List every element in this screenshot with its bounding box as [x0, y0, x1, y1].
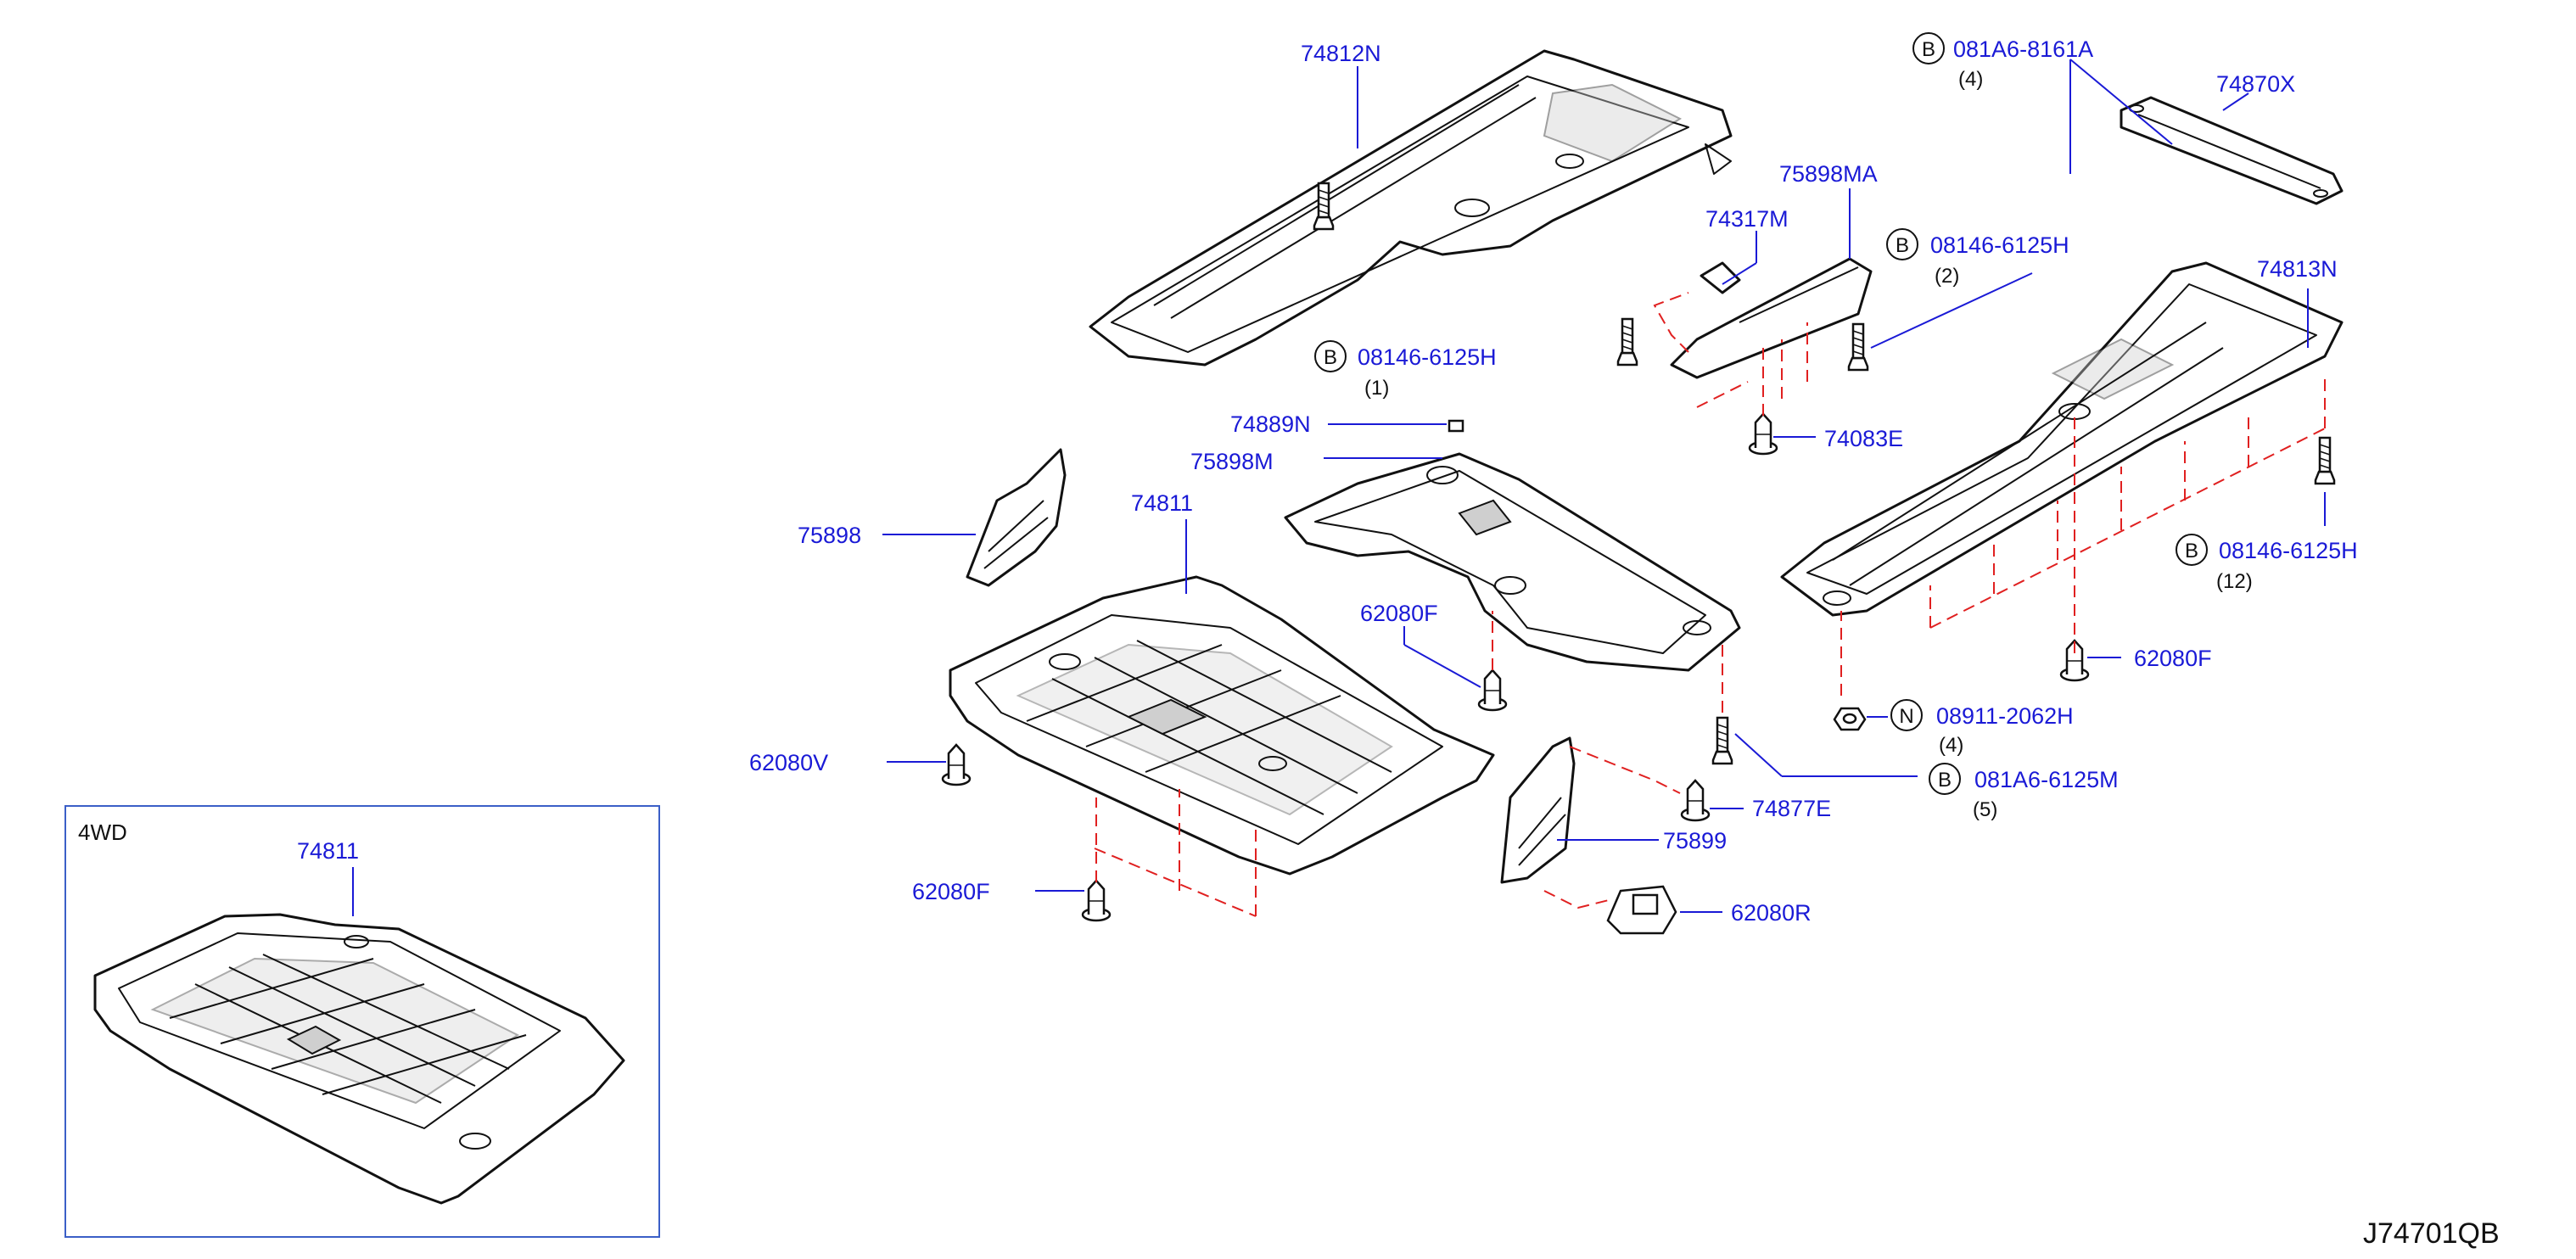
bracket-74870X [2120, 96, 2344, 205]
svg-text:081A6-6125M: 081A6-6125M [1974, 767, 2119, 792]
callout-08146-6125H-1: B 08146-6125H (1) [1314, 340, 1497, 400]
svg-text:08146-6125H: 08146-6125H [1358, 344, 1497, 370]
callout-74083E: 74083E [1824, 426, 1903, 451]
clip-62080R [1606, 885, 1677, 935]
plate-75898MA [1670, 143, 1873, 379]
svg-text:N: N [1899, 705, 1913, 728]
svg-text:(4): (4) [1958, 68, 1983, 91]
b-circle-icon [1886, 228, 1918, 260]
clip-62080V [941, 743, 972, 786]
callout-75898: 75898 [798, 523, 861, 548]
bolt-081A6-6125M [1711, 716, 1733, 765]
svg-text:08911-2062H: 08911-2062H [1936, 703, 2074, 729]
b-circle-icon [1314, 340, 1347, 372]
install-lines [1094, 292, 2326, 917]
bracket-75899 [1500, 736, 1576, 884]
callout-74877E: 74877E [1752, 796, 1831, 821]
callout-081A6-6125M: B 081A6-6125M (5) [1929, 763, 2119, 821]
svg-text:081A6-8161A: 081A6-8161A [1953, 36, 2093, 62]
callout-75899: 75899 [1663, 828, 1727, 853]
callout-62080F-c: 62080F [912, 879, 990, 904]
bolt-08146-6125H-1 [1616, 317, 1638, 367]
svg-text:(4): (4) [1939, 734, 1963, 757]
callout-08146-6125H-2: B 08146-6125H (2) [1886, 228, 2069, 288]
callout-62080F-b: 62080F [2134, 646, 2212, 671]
inset-frame [64, 805, 660, 1238]
bolt-08146-6125H-12 [2314, 436, 2336, 485]
svg-text:(5): (5) [1973, 798, 1997, 821]
undercover-74811 [949, 575, 1495, 876]
inset-4wd: 4WD 74811 [64, 805, 660, 1238]
callout-74811: 74811 [1131, 490, 1193, 516]
cover-74812N [1089, 49, 1733, 367]
b-circle-icon [1929, 763, 1961, 795]
callout-75898M: 75898M [1190, 449, 1274, 474]
svg-text:(1): (1) [1364, 377, 1389, 400]
svg-text:B: B [1324, 346, 1337, 369]
clip-62080F-c [1081, 879, 1112, 922]
callout-74870X: 74870X [2216, 71, 2295, 97]
svg-text:B: B [2185, 540, 2198, 562]
callout-74813N: 74813N [2257, 256, 2338, 282]
callout-08146-6125H-12: B 08146-6125H (12) [2176, 534, 2358, 593]
inset-part-label: 74811 [297, 838, 359, 864]
clip-74083E [1748, 412, 1778, 456]
diagram-code: J74701QB [2363, 1217, 2500, 1250]
pad-74889N [1448, 419, 1464, 433]
callout-081A6-8161A: B 081A6-8161A (4) [1912, 32, 2093, 91]
undercover-4wd-shape [93, 913, 625, 1205]
leader-lines [882, 59, 2326, 913]
svg-text:B: B [1938, 769, 1952, 792]
n-circle-icon [1890, 699, 1923, 731]
callout-62080F-a: 62080F [1360, 601, 1438, 626]
callout-75898MA: 75898MA [1779, 161, 1878, 187]
clip-62080F-a [1477, 669, 1508, 712]
callout-08911-2062H: N 08911-2062H (4) [1890, 699, 2074, 757]
svg-text:B: B [1896, 234, 1909, 257]
nut-08911-2062H [1833, 707, 1867, 731]
frame-75898M [1284, 452, 1741, 672]
callouts: 74812N B 081A6-8161A (4) 74870X 75898MA … [749, 32, 2358, 926]
svg-text:(12): (12) [2216, 570, 2253, 593]
fasteners [941, 182, 2336, 935]
bolt-08146-6125H-2 [1847, 322, 1869, 372]
svg-text:08146-6125H: 08146-6125H [1930, 232, 2069, 258]
svg-text:B: B [1922, 38, 1935, 61]
callout-74317M: 74317M [1705, 206, 1789, 232]
callout-62080V: 62080V [749, 750, 828, 775]
svg-text:08146-6125H: 08146-6125H [2219, 538, 2358, 563]
b-circle-icon [2176, 534, 2208, 566]
clip-74877E [1680, 779, 1711, 822]
bracket-75898 [966, 448, 1067, 587]
svg-text:(2): (2) [1935, 265, 1959, 288]
inset-title: 4WD [78, 820, 127, 845]
b-circle-icon [1912, 32, 1945, 64]
callout-74812N: 74812N [1301, 41, 1381, 66]
callout-74889N: 74889N [1230, 411, 1311, 437]
callout-62080R: 62080R [1731, 900, 1812, 926]
